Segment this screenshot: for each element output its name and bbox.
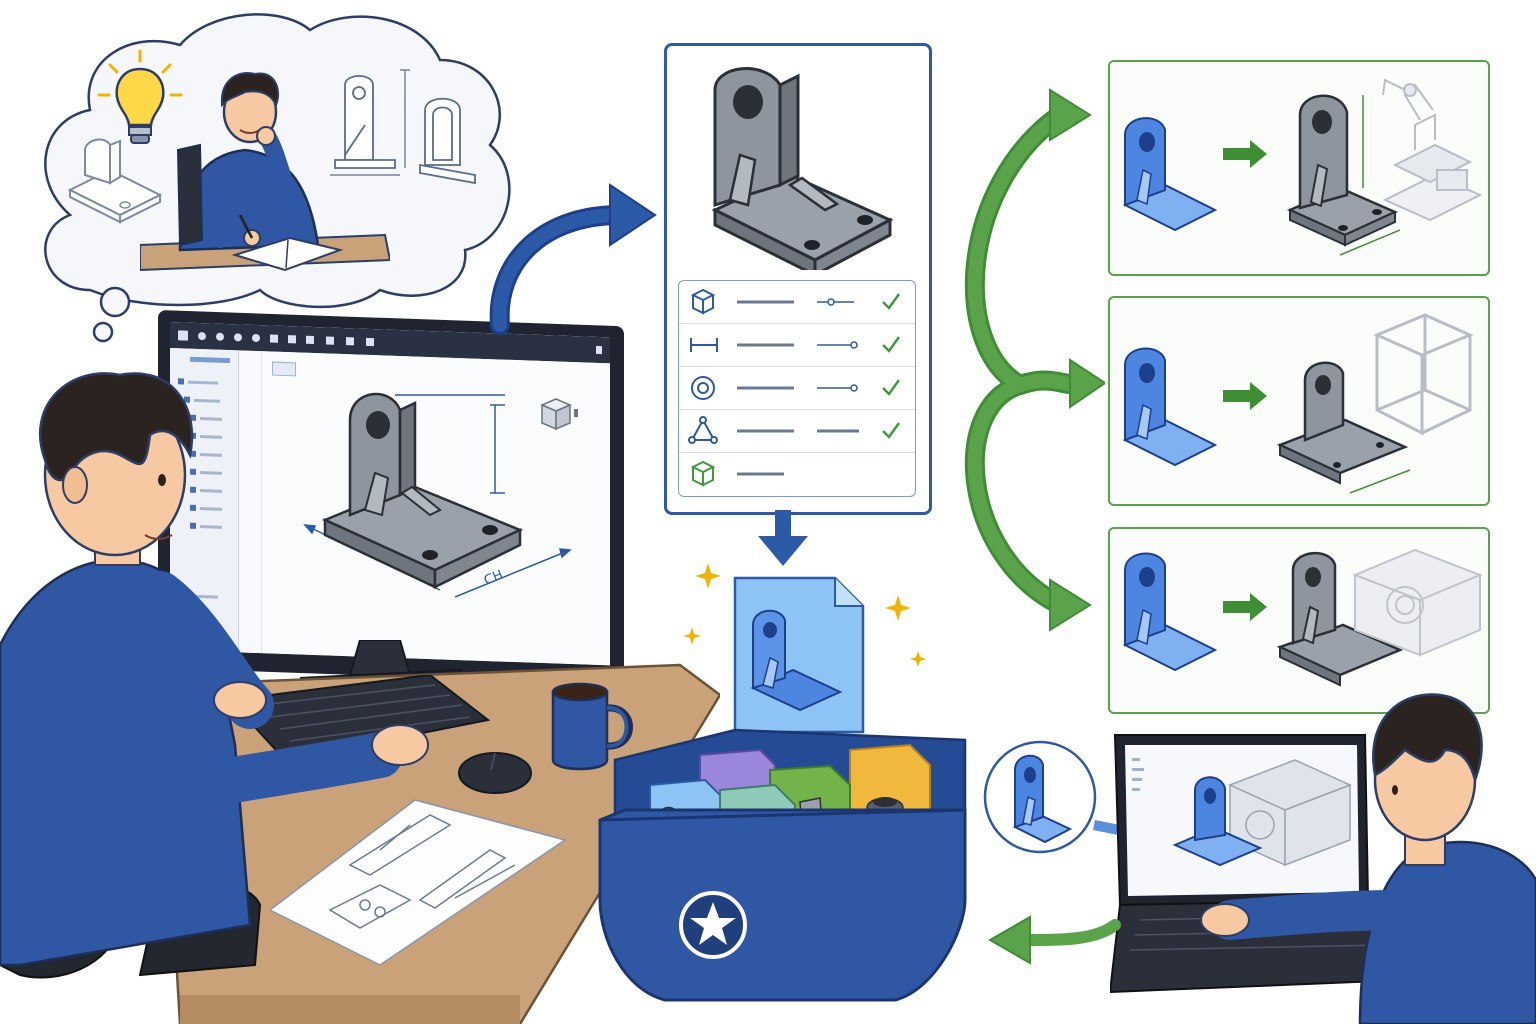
thinking-engineer	[140, 72, 390, 272]
property-row[interactable]	[679, 367, 915, 410]
property-row[interactable]	[679, 453, 915, 495]
bracket-3d-model[interactable]: ᑕH	[290, 365, 590, 620]
grey-bracket-icon	[1286, 94, 1399, 247]
sparkle-icons	[683, 563, 926, 667]
arrow-down	[758, 510, 808, 566]
drawing-sheet	[270, 799, 567, 966]
property-row[interactable]	[679, 281, 915, 324]
property-row[interactable]	[679, 324, 915, 367]
reuse-scene-robot	[1122, 78, 1483, 256]
cube-green-icon	[690, 460, 716, 487]
grey-bracket-icon	[1276, 551, 1404, 687]
engineer-at-desk	[0, 372, 429, 979]
machine-assembly	[1352, 548, 1483, 657]
graph-icon	[688, 416, 718, 444]
lightbulb-icon	[97, 49, 183, 144]
arrow-to-properties	[489, 183, 657, 335]
cad-toolbar	[170, 322, 610, 364]
blue-bracket-icon	[1122, 552, 1218, 672]
part-library-box[interactable]	[595, 570, 975, 1010]
star-icon	[679, 891, 747, 959]
target-icon	[691, 376, 715, 400]
dimension-label: ᑕH	[482, 568, 505, 589]
grey-bracket-icon	[1276, 361, 1409, 485]
bracket-sketch-icon	[67, 138, 163, 224]
blue-bracket-icon	[1122, 347, 1218, 467]
properties-list	[678, 280, 916, 497]
reuse-scene-machine	[1122, 548, 1483, 687]
engineer-with-laptop	[1200, 693, 1536, 1024]
reuse-panel-frame[interactable]	[1108, 296, 1490, 506]
dimension-icon	[690, 338, 718, 352]
mouse[interactable]	[455, 748, 535, 798]
robot-arm-assembly	[1382, 78, 1483, 222]
green-arrows	[964, 88, 1105, 632]
zoom-bracket-callout	[983, 740, 1140, 854]
view-cube-icon[interactable]	[536, 395, 580, 435]
frame-assembly	[1373, 313, 1474, 436]
bracket-drawing-icon	[330, 69, 476, 185]
reuse-scene-frame	[1122, 313, 1474, 494]
arrow-return	[987, 915, 1121, 965]
cube-icon	[690, 288, 716, 315]
coffee-mug	[551, 682, 633, 771]
blue-bracket-icon	[1122, 117, 1218, 232]
keyboard[interactable]	[230, 675, 490, 765]
bracket-file-featured	[733, 576, 865, 734]
laptop-bracket	[1172, 776, 1263, 867]
property-row[interactable]	[679, 410, 915, 453]
bracket-preview	[711, 67, 894, 270]
